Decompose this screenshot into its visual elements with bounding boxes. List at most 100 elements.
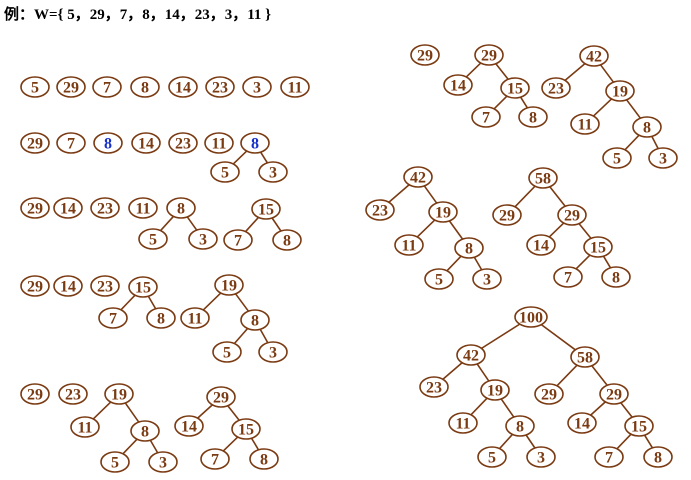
node-weight-label: 11 [211, 136, 226, 153]
tree-node: 14 [443, 74, 473, 96]
tree-node: 23 [90, 275, 120, 297]
node-weight-label: 11 [187, 311, 202, 328]
tree-node: 8 [272, 229, 302, 251]
node-ellipse [624, 415, 654, 437]
node-ellipse [648, 147, 678, 169]
tree-node: 29 [20, 197, 50, 219]
tree-edge [124, 402, 140, 423]
node-ellipse [93, 132, 123, 154]
node-ellipse [424, 268, 454, 290]
node-weight-label: 14 [450, 78, 466, 95]
node-ellipse [605, 80, 635, 102]
node-ellipse [474, 44, 504, 66]
node-weight-label: 42 [410, 170, 426, 187]
node-ellipse [212, 341, 242, 363]
tree-node: 15 [500, 77, 530, 99]
tree-edge [540, 324, 576, 351]
node-ellipse [419, 376, 449, 398]
tree-edge [514, 185, 536, 208]
node-weight-label: 23 [175, 136, 191, 153]
tree-node: 19 [104, 383, 134, 405]
node-weight-label: 29 [27, 279, 43, 296]
tree-node: 5 [138, 228, 168, 250]
tree-node: 3 [258, 341, 288, 363]
tree-edge [620, 402, 633, 418]
node-ellipse [492, 204, 522, 226]
node-ellipse [514, 306, 548, 328]
tree-edge [556, 364, 578, 387]
tree-edge [495, 63, 509, 80]
node-ellipse [206, 386, 236, 408]
node-weight-label: 15 [135, 280, 151, 297]
node-ellipse [280, 76, 310, 98]
node-weight-label: 29 [541, 387, 557, 404]
node-weight-label: 11 [287, 80, 302, 97]
node-weight-label: 58 [535, 171, 551, 188]
tree-edge [232, 150, 248, 165]
tree-edge [493, 95, 508, 110]
tree-node: 11 [570, 113, 600, 135]
tree-edge [448, 220, 464, 240]
node-weight-label: 7 [67, 136, 75, 153]
node-weight-label: 8 [260, 452, 268, 469]
node-ellipse [130, 76, 160, 98]
node-ellipse [174, 415, 204, 437]
tree-edge [233, 327, 249, 345]
node-weight-label: 29 [27, 387, 43, 404]
node-weight-label: 23 [97, 201, 113, 218]
node-ellipse [518, 106, 548, 128]
tree-edge [591, 365, 608, 386]
node-ellipse [601, 266, 631, 288]
tree-node: 29 [206, 386, 236, 408]
tree-node: 42 [403, 166, 433, 188]
node-weight-label: 23 [426, 380, 442, 397]
tree-edge [416, 219, 436, 238]
node-weight-label: 23 [65, 387, 81, 404]
tree-node: 11 [448, 412, 478, 434]
tree-edge [481, 323, 521, 350]
tree-edge [159, 215, 175, 232]
tree-edge [271, 217, 282, 232]
node-weight-label: 42 [586, 49, 602, 66]
node-ellipse [567, 412, 597, 434]
node-weight-label: 7 [211, 452, 219, 469]
node-ellipse [443, 74, 473, 96]
node-ellipse [20, 197, 50, 219]
node-ellipse [168, 76, 198, 98]
node-weight-label: 23 [372, 203, 388, 220]
node-weight-label: 7 [109, 311, 117, 328]
tree-edge [122, 438, 138, 455]
tree-node: 14 [567, 412, 597, 434]
tree-edge [525, 434, 536, 449]
tree-node: 3 [526, 446, 556, 468]
tree-node: 15 [583, 236, 613, 258]
node-ellipse [505, 415, 535, 437]
tree-edge [564, 63, 586, 81]
tree-node: 3 [648, 147, 678, 169]
node-ellipse [146, 307, 176, 329]
tree-node: 15 [128, 276, 158, 298]
node-ellipse [472, 268, 502, 290]
node-ellipse [131, 132, 161, 154]
tree-node: 15 [624, 415, 654, 437]
tree-edge [476, 363, 490, 382]
node-ellipse [272, 229, 302, 251]
node-ellipse [98, 307, 128, 329]
tree-node: 8 [454, 237, 484, 259]
node-ellipse [130, 420, 160, 442]
tree-edge [590, 401, 606, 416]
tree-edge [465, 62, 482, 78]
tree-node: 29 [20, 275, 50, 297]
node-weight-label: 8 [141, 80, 149, 97]
node-weight-label: 14 [60, 279, 76, 296]
node-ellipse [570, 113, 600, 135]
node-ellipse [214, 274, 244, 296]
tree-edge [473, 256, 483, 271]
node-weight-label: 11 [77, 420, 92, 437]
node-weight-label: 8 [465, 241, 473, 258]
node-ellipse [454, 237, 484, 259]
node-weight-label: 23 [97, 279, 113, 296]
